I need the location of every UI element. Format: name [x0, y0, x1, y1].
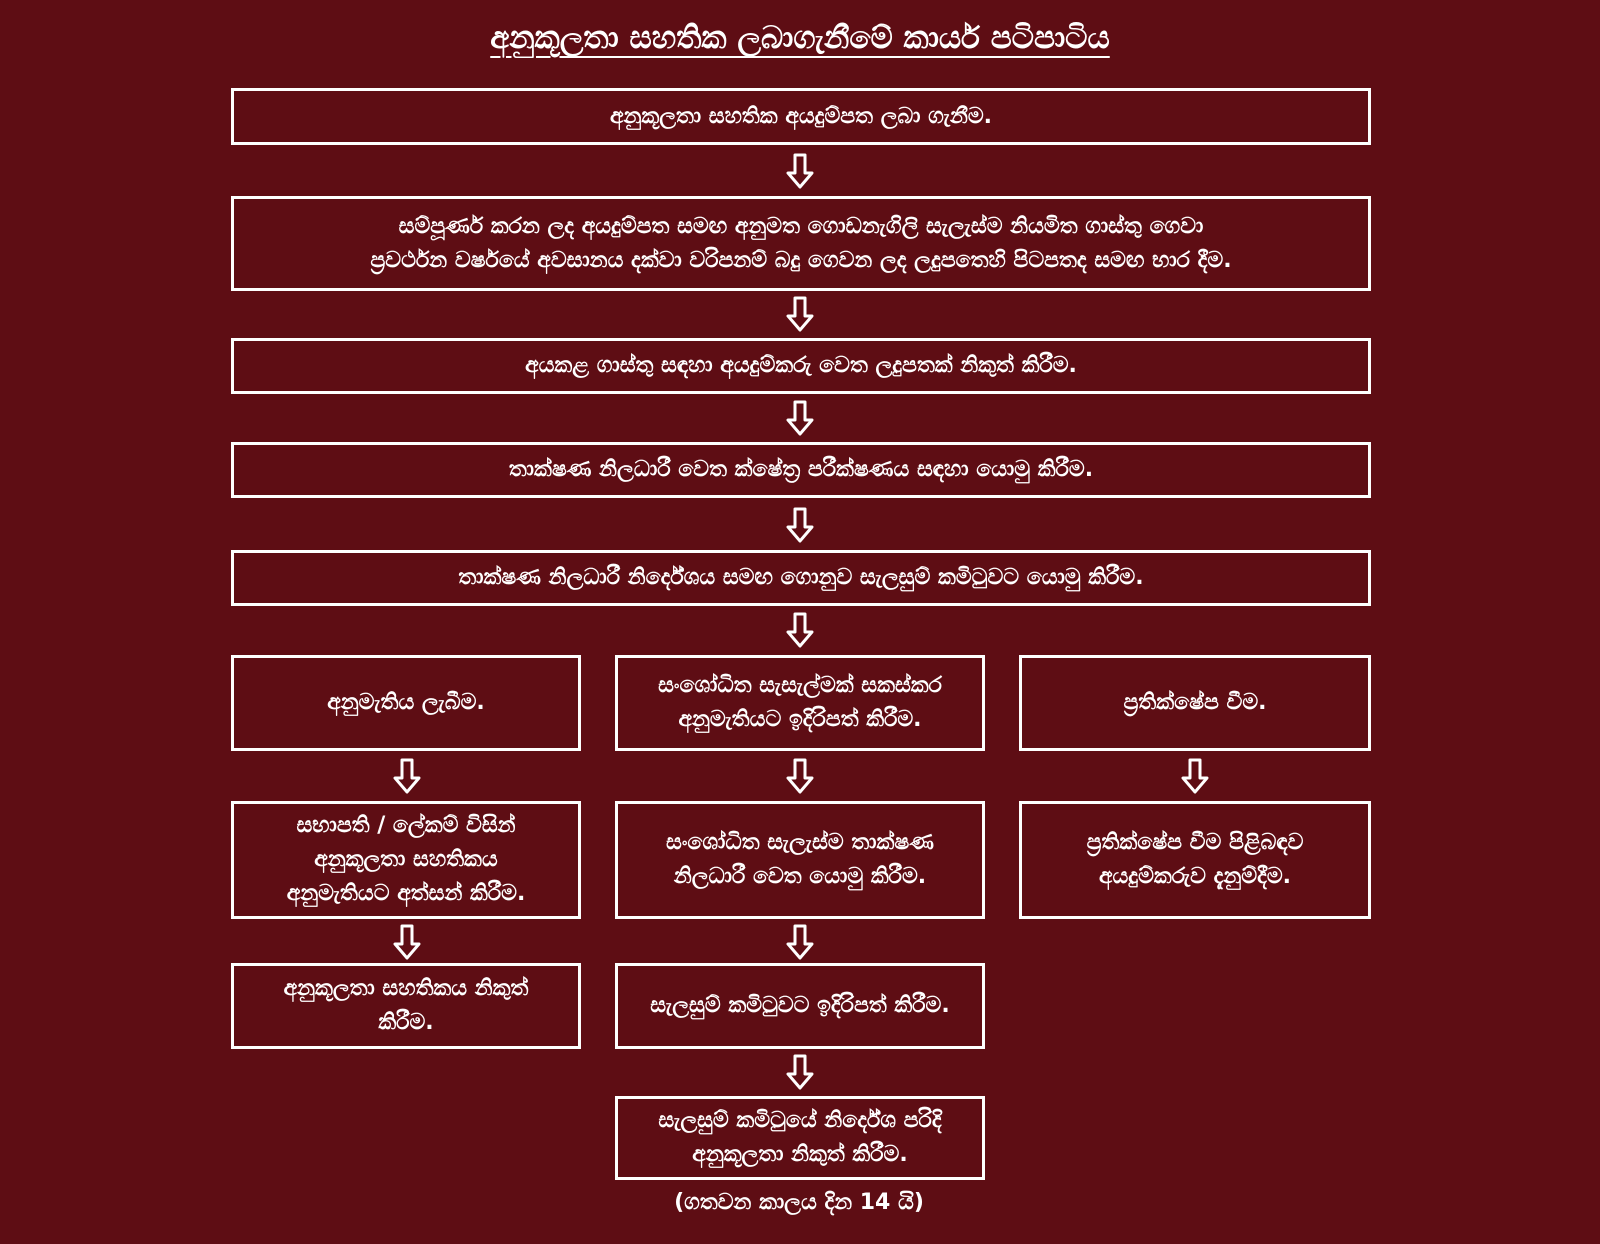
middle-committee-submission: සැලසුම් කමිටුවට ඉදිරිපත් කිරීම.: [615, 963, 985, 1049]
left-chairman-signature: සභාපති / ලේකම් විසින් අනුකූලතා සහතිකය අන…: [231, 801, 581, 919]
left-issue-certificate: අනුකූලතා සහතිකය නිකුත් කිරීම.: [231, 963, 581, 1049]
middle-revised-plan-submission: සංශෝධිත සැසැල්මක් සකස්කර අනුමැතියට ඉදිරි…: [615, 655, 985, 751]
down-arrow-icon: [786, 507, 814, 543]
down-arrow-icon: [1181, 758, 1209, 794]
left-approval-received: අනුමැතිය ලැබීම.: [231, 655, 581, 751]
down-arrow-icon: [786, 153, 814, 189]
down-arrow-icon: [786, 924, 814, 960]
middle-issue-per-recommendation: සැලසුම් කමිටුයේ නිර්දේශ පරිදි අනුකූලතා න…: [615, 1096, 985, 1180]
page-title: අනුකූලතා සහතික ලබාගැනීමේ කාර්ය පටිපාටිය: [0, 20, 1600, 57]
middle-revised-plan-referral: සංශෝධිත සැලැස්ම තාක්ෂණ නිලධාරී වෙත යොමු …: [615, 801, 985, 919]
title-text: අනුකූලතා සහතික ලබාගැනීමේ කාර්ය පටිපාටිය: [490, 20, 1110, 56]
down-arrow-icon: [393, 758, 421, 794]
down-arrow-icon: [786, 758, 814, 794]
time-taken-note: (ගතවන කාලය දින 14 යි): [674, 1190, 924, 1215]
right-notify-applicant: ප්‍රතික්ෂේප වීම පිළිබඳව අයදුම්කරුව දැනුම…: [1019, 801, 1371, 919]
down-arrow-icon: [786, 296, 814, 332]
step-field-inspection: තාක්ෂණ නිලධාරී වෙත ක්ෂේත්‍ර පරීක්ෂණය සඳහ…: [231, 442, 1371, 498]
down-arrow-icon: [786, 612, 814, 648]
right-rejection: ප්‍රතික්ෂේප වීම.: [1019, 655, 1371, 751]
step-application-form: අනුකූලතා සහතික අයදුම්පත ලබා ගැනීම.: [231, 88, 1371, 145]
step-issue-receipt: අයකළ ගාස්තු සඳහා අයදුම්කරු වෙත ලදුපතක් න…: [231, 338, 1371, 394]
step-planning-committee-referral: තාක්ෂණ නිලධාරී නිර්දේශය සමඟ ගොනුව සැලසුම…: [231, 550, 1371, 606]
down-arrow-icon: [786, 400, 814, 436]
down-arrow-icon: [393, 924, 421, 960]
down-arrow-icon: [786, 1054, 814, 1090]
step-submit-documents: සම්පූර්ණ කරන ලද අයදුම්පත සමඟ අනුමත ගොඩනැ…: [231, 196, 1371, 291]
